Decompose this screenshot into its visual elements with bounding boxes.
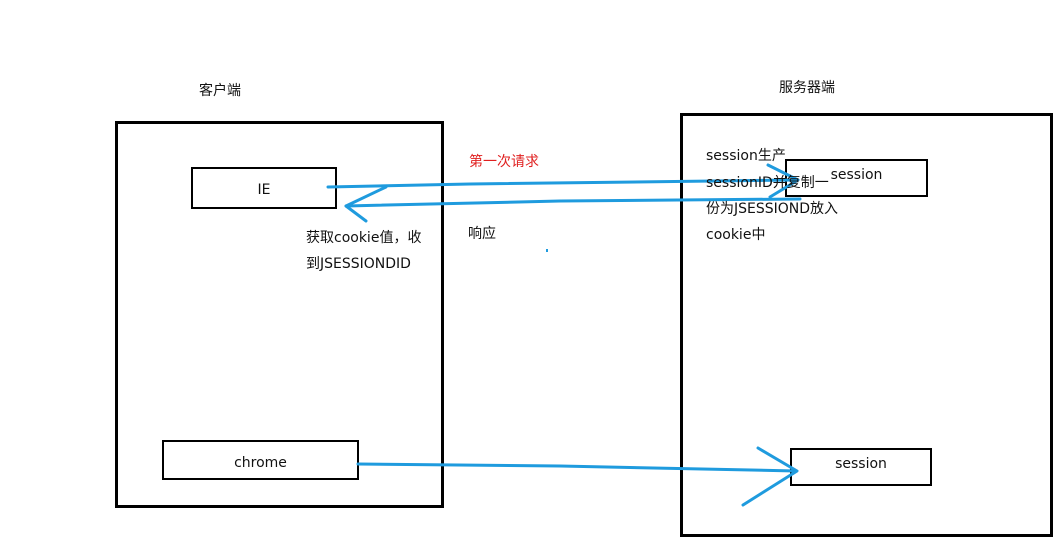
- chrome-arrowhead: [741, 446, 799, 507]
- server-note-line-4: cookie中: [706, 227, 766, 243]
- chrome-label: chrome: [234, 455, 287, 471]
- chrome-box: chrome: [162, 440, 359, 480]
- client-container: [115, 121, 444, 508]
- stray-dot: [546, 249, 548, 252]
- server-note-line-2: sessionID并复制一: [706, 175, 829, 191]
- first-request-label: 第一次请求: [469, 154, 539, 170]
- get-cookie-line-2: 到JSESSIONDID: [306, 256, 411, 272]
- response-arrow: [344, 197, 802, 208]
- session-box-top: session: [785, 159, 928, 197]
- server-note-line-1: session生产: [706, 148, 786, 164]
- response-arrowhead: [344, 185, 388, 223]
- get-cookie-line-1: 获取cookie值，收: [306, 230, 422, 246]
- response-label: 响应: [468, 226, 496, 242]
- session-top-label: session: [830, 167, 883, 183]
- chrome-arrow: [356, 462, 798, 473]
- ie-label: IE: [257, 182, 271, 198]
- session-bottom-label: session: [835, 456, 887, 472]
- request-arrowhead: [766, 163, 800, 199]
- server-note-line-3: 份为JSESSIOND放入: [706, 201, 839, 217]
- server-container: [680, 113, 1053, 537]
- client-title: 客户端: [199, 83, 241, 99]
- server-title: 服务器端: [779, 80, 835, 96]
- request-arrow: [326, 178, 797, 189]
